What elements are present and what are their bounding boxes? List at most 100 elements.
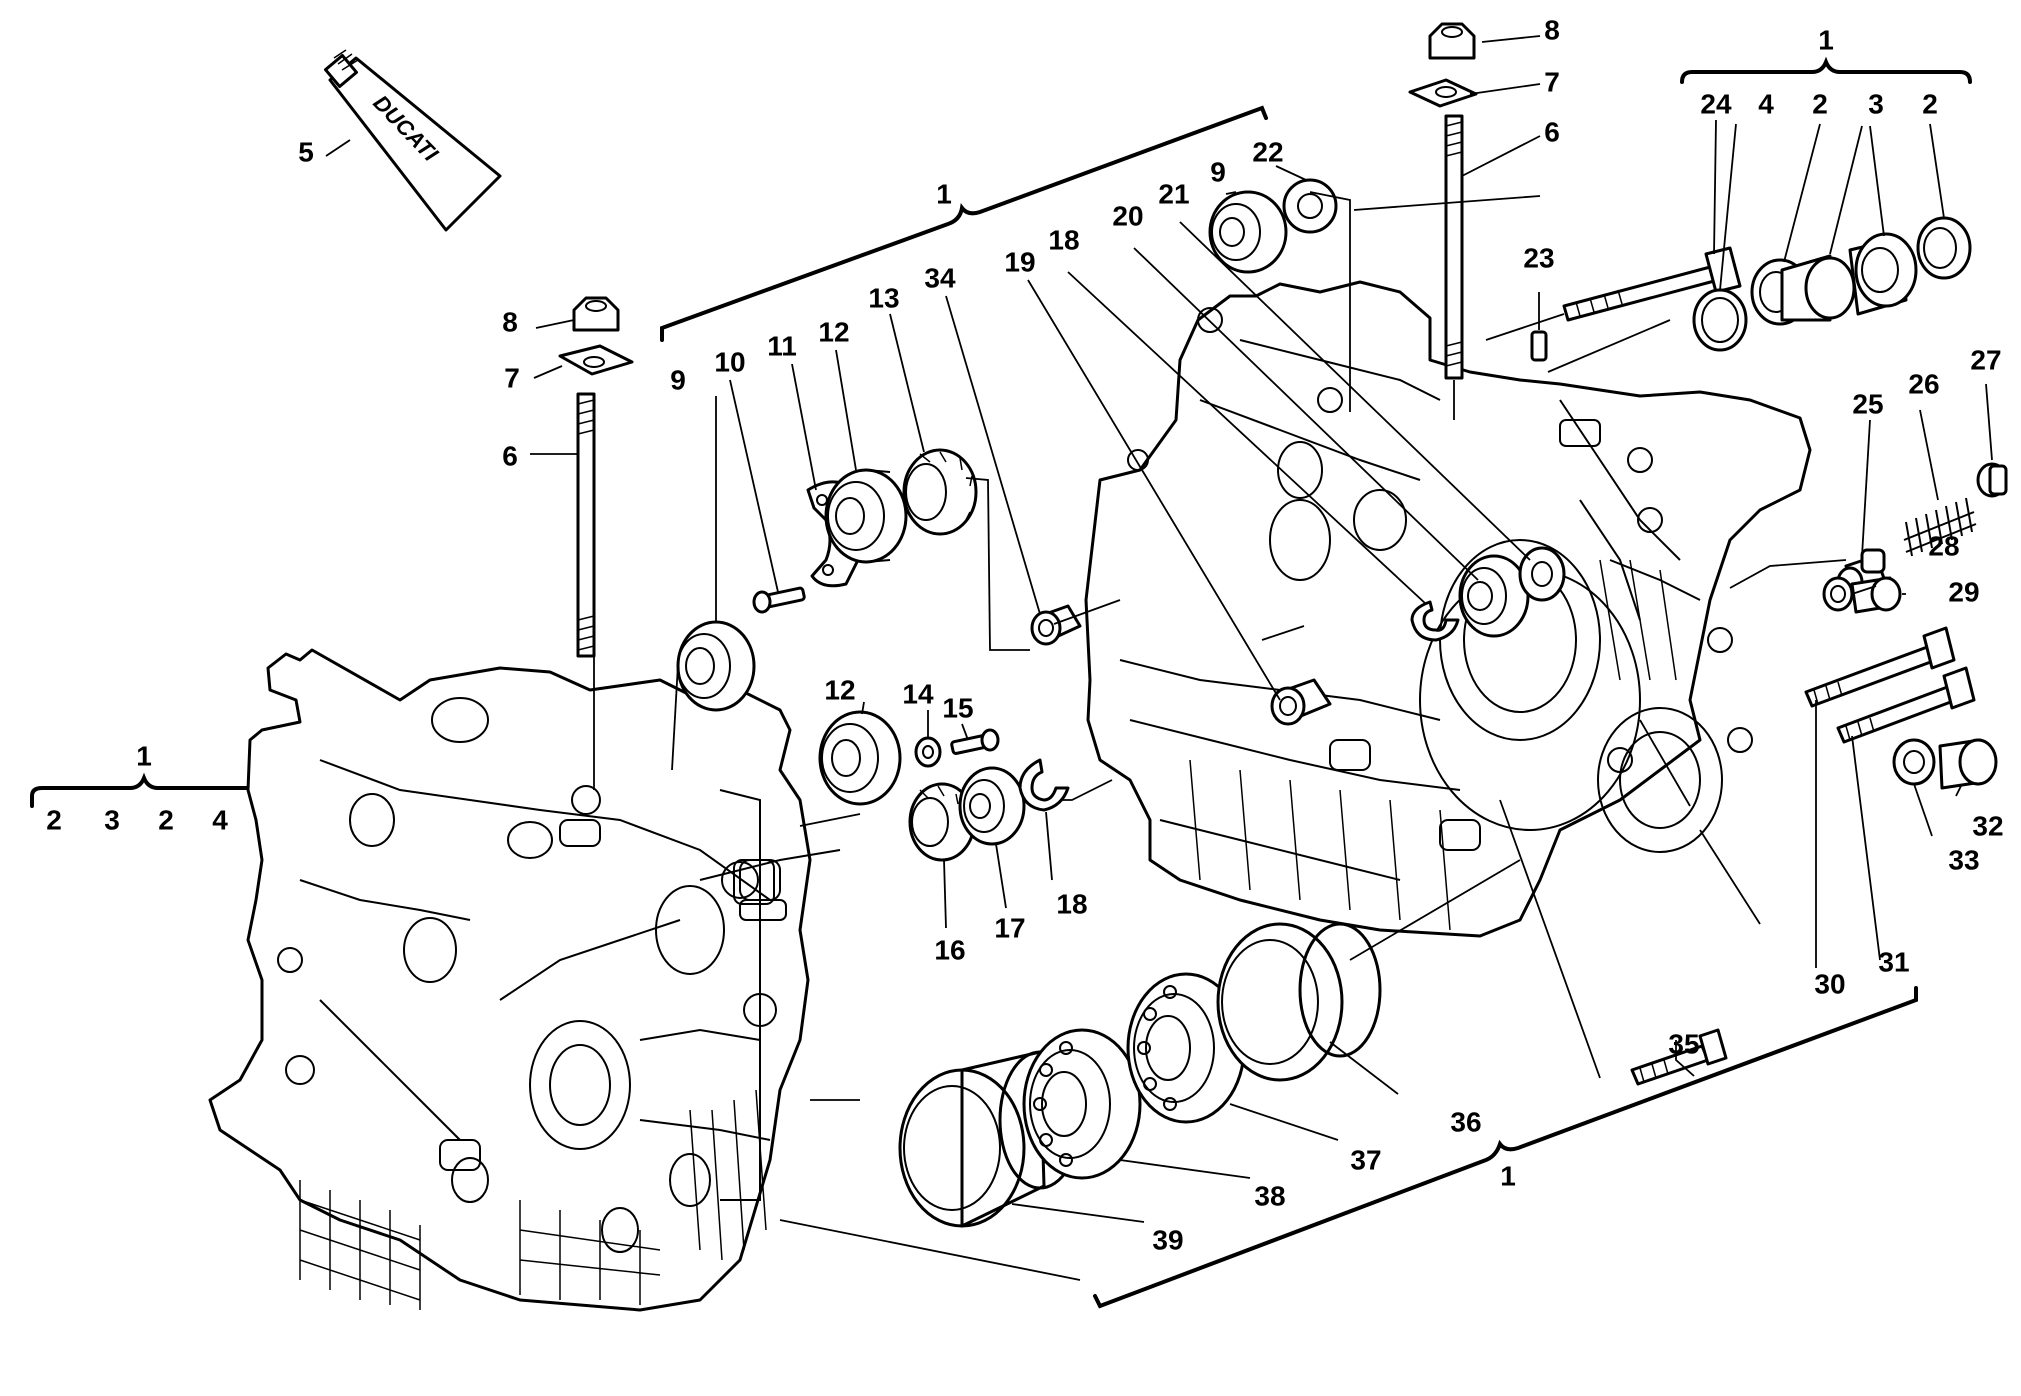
callout-21: 21 [1158, 179, 1189, 210]
callout-9-left: 9 [670, 365, 686, 396]
callout-10: 10 [714, 347, 745, 378]
bolt-35 [1630, 1028, 1728, 1086]
callout-22: 22 [1252, 137, 1283, 168]
callout-3-left: 3 [104, 805, 120, 836]
callout-32: 32 [1972, 811, 2003, 842]
callout-2-right-a: 2 [1812, 89, 1828, 120]
callout-20: 20 [1112, 201, 1143, 232]
bolt-24 [1562, 246, 1742, 322]
callout-33: 33 [1948, 845, 1979, 876]
callout-17: 17 [994, 913, 1025, 944]
leader-lines [325, 35, 1993, 1281]
callout-6-left: 6 [502, 441, 518, 472]
callout-7-right: 7 [1544, 67, 1560, 98]
small-parts: DUCATI [324, 22, 2008, 1228]
callout-4-left: 4 [212, 805, 228, 836]
washer-22 [1282, 178, 1338, 234]
bushing-34 [1030, 604, 1082, 646]
callout-19: 19 [1004, 247, 1035, 278]
washer-33 [1892, 738, 1936, 786]
callout-18-mid: 18 [1056, 889, 1087, 920]
screw-10 [752, 586, 806, 614]
bracket-bottom [1093, 986, 1918, 1309]
bracket-top-right [1680, 56, 1972, 84]
callout-29: 29 [1948, 577, 1979, 608]
callout-24: 24 [1700, 89, 1732, 120]
callout-28: 28 [1928, 531, 1959, 562]
callout-13: 13 [868, 283, 899, 314]
right-crankcase-half [1084, 280, 1812, 938]
bolt-30 [1804, 626, 1956, 708]
dowel-23 [1530, 330, 1548, 362]
plug-32 [1938, 738, 1998, 790]
callout-36: 36 [1450, 1107, 1481, 1138]
bearing-9-top [1208, 190, 1288, 274]
washer-14 [914, 736, 942, 768]
right-stud-assembly [1408, 22, 1478, 380]
plug-27 [1976, 462, 2008, 498]
callout-1-bottom: 1 [1500, 1161, 1516, 1192]
callout-12-mid: 12 [824, 675, 855, 706]
callout-31: 31 [1878, 947, 1909, 978]
callout-23: 23 [1523, 243, 1554, 274]
plug-29 [1850, 576, 1902, 614]
bracket-left [30, 772, 260, 808]
bushing-19 [1270, 678, 1332, 726]
oil-seal-13 [902, 448, 978, 536]
callout-1-top-middle: 1 [936, 179, 952, 210]
callout-3-right: 3 [1868, 89, 1884, 120]
callout-4-right: 4 [1758, 89, 1774, 120]
bushing-36 [1216, 922, 1382, 1082]
callout-26: 26 [1908, 369, 1939, 400]
callout-11: 11 [767, 331, 797, 362]
left-crankcase-half [208, 648, 841, 1312]
assembly-brackets [30, 56, 1972, 1309]
circlip-18-top [1410, 600, 1460, 642]
callout-25: 25 [1852, 389, 1883, 420]
callout-34: 34 [924, 263, 956, 294]
bearing-38 [1022, 1028, 1142, 1180]
callout-38: 38 [1254, 1181, 1285, 1212]
callout-39: 39 [1152, 1225, 1183, 1256]
screw-15 [950, 728, 1000, 755]
callout-6-right: 6 [1544, 117, 1560, 148]
callout-2-left-b: 2 [158, 805, 174, 836]
callout-27: 27 [1970, 345, 2001, 376]
callout-2-right-b: 2 [1922, 89, 1938, 120]
callout-labels: 1 1 1 1 2 3 2 4 5 6 7 8 9 10 11 12 13 34… [46, 15, 2003, 1256]
bracket-top-middle [660, 105, 1268, 342]
callout-1-left: 1 [136, 741, 152, 772]
callout-15: 15 [942, 693, 973, 724]
spring-26 [1903, 497, 1977, 557]
bearing-12-mid [818, 710, 902, 806]
bearing-17 [958, 766, 1026, 846]
callout-12-top: 12 [818, 317, 849, 348]
callout-14: 14 [902, 679, 934, 710]
circlip-18-mid [1018, 758, 1070, 812]
oil-seal-16 [908, 782, 976, 862]
bearing-9-left [676, 620, 756, 712]
callout-8-right: 8 [1544, 15, 1560, 46]
callout-8-left: 8 [502, 307, 518, 338]
right-bearing-group [1692, 216, 1972, 352]
bearing-12-top [824, 468, 908, 564]
callout-35: 35 [1668, 1029, 1699, 1060]
callout-37: 37 [1350, 1145, 1381, 1176]
bolt-31 [1836, 666, 1976, 744]
callout-18-top: 18 [1048, 225, 1079, 256]
callout-1-top-right: 1 [1818, 25, 1834, 56]
washer-21 [1518, 546, 1566, 602]
callout-16: 16 [934, 935, 965, 966]
callout-7-left: 7 [504, 363, 520, 394]
callout-5: 5 [298, 137, 314, 168]
bearing-20 [1458, 554, 1530, 638]
callout-2-left-a: 2 [46, 805, 62, 836]
callout-30: 30 [1814, 969, 1845, 1000]
bearing-37 [1126, 972, 1246, 1124]
washer-28 [1822, 576, 1854, 612]
sealant-tube-icon: DUCATI [324, 49, 502, 232]
callout-9-top: 9 [1210, 157, 1226, 188]
left-stud-assembly [558, 296, 634, 658]
